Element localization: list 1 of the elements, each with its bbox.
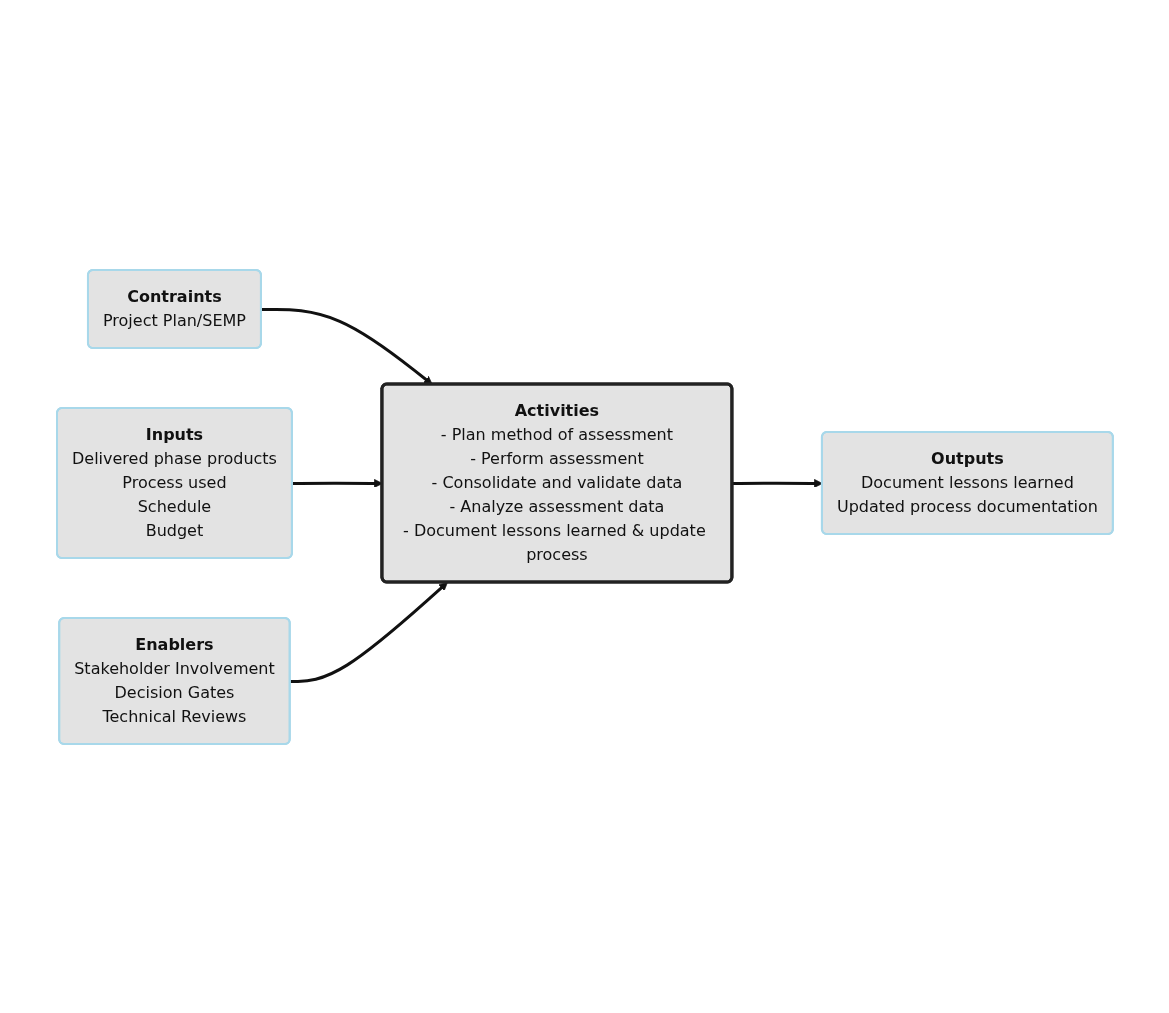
arrow xyxy=(289,581,448,683)
